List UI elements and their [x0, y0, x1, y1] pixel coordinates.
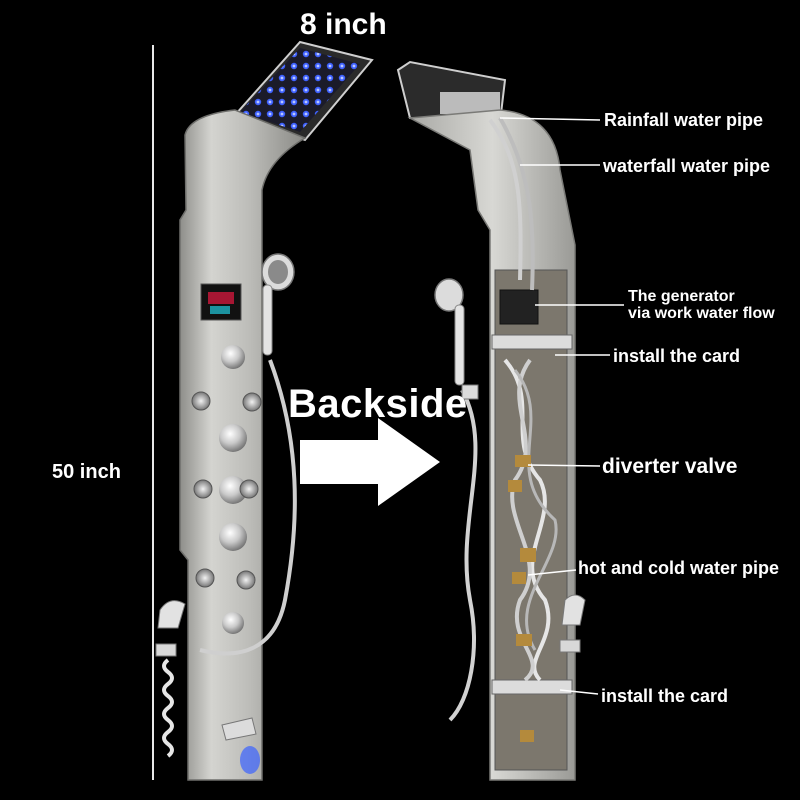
width-dimension-label: 8 inch: [300, 8, 387, 41]
backside-label: Backside: [288, 382, 468, 426]
front-bidet-sprayer: [155, 600, 186, 758]
back-shower-panel: [396, 60, 586, 781]
callout-generator-line1: The generator: [628, 288, 735, 305]
callout-install-card-bottom: install the card: [601, 686, 729, 706]
height-dimension-label: 50 inch: [52, 461, 121, 483]
callout-hot-cold-water-pipe: hot and cold water pipe: [578, 558, 780, 578]
callout-install-card-top: install the card: [613, 346, 741, 366]
callout-diverter-valve: diverter valve: [602, 455, 738, 478]
arrow-icon: [300, 418, 440, 506]
front-hand-shower: [199, 253, 297, 656]
callout-leader-lines: [499, 117, 624, 695]
callout-rainfall-water-pipe: Rainfall water pipe: [604, 110, 764, 130]
callout-generator-line2: via work water flow: [628, 305, 775, 322]
front-shower-panel: [179, 40, 374, 781]
callout-waterfall-water-pipe: waterfall water pipe: [603, 156, 771, 176]
